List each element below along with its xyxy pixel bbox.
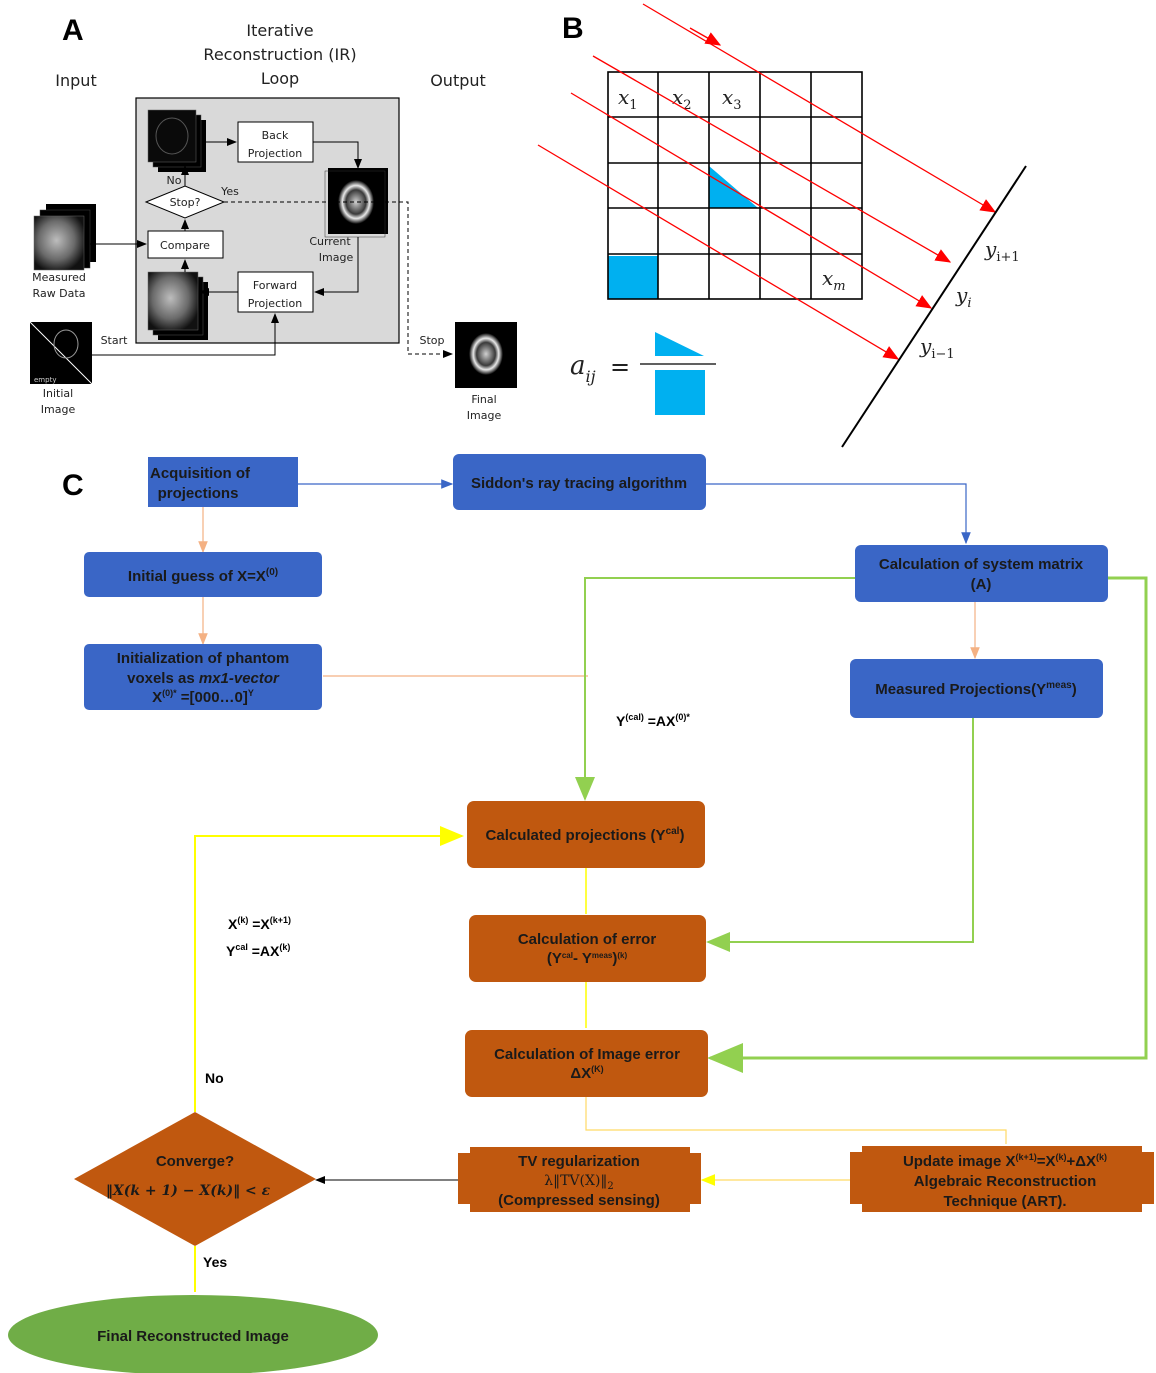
compare-text: Compare (160, 239, 210, 252)
init-phantom-text-3: X(0)* =[000…0]Y (152, 688, 254, 706)
system-matrix-box: Calculation of system matrix (A) (855, 545, 1108, 602)
final-image-label-2: Image (467, 409, 502, 422)
aij-numerator-triangle (655, 332, 704, 356)
x2-label: x2 (672, 85, 692, 113)
image-error-text-2: ΔX(K) (570, 1064, 603, 1082)
calculation-of-error-text-1: Calculation of error (518, 931, 657, 948)
acquisition-text-2: projections (158, 485, 239, 502)
acquisition-text-1: Acquisition of (150, 465, 251, 482)
yi-label: yi (955, 283, 971, 311)
stop-yes-label: Yes (220, 185, 239, 198)
image-error-box: Calculation of Image error ΔX(K) (465, 1030, 708, 1097)
forwardproj-image-stack (147, 271, 208, 340)
final-image-label-1: Final (471, 393, 496, 406)
detector-line (841, 165, 1027, 448)
yim1-label: yi−1 (919, 334, 955, 362)
tv-regularization-box: TV regularization λ‖TV(X)‖2 (Compressed … (458, 1147, 701, 1212)
panel-c-label: C (62, 469, 84, 502)
current-image (324, 168, 388, 238)
cyan-cell (608, 256, 658, 299)
image-error-text-1: Calculation of Image error (494, 1046, 680, 1063)
siddon-text: Siddon's ray tracing algorithm (471, 475, 687, 492)
initial-guess-text: Initial guess of X=X(0) (128, 567, 278, 585)
initial-image-empty-text: empty (34, 376, 56, 384)
aij-denominator-square (655, 370, 705, 415)
input-header: Input (55, 71, 96, 90)
loop-header-1: Iterative (246, 21, 313, 40)
compare-box (147, 230, 224, 259)
update-text-1: Update image X(k+1)=X(k)+ΔX(k) (903, 1152, 1107, 1170)
measured-projections-text: Measured Projections(Ymeas) (875, 680, 1076, 698)
initial-image: empty (29, 321, 93, 385)
stop-decision-text: Stop? (170, 196, 201, 209)
stop-label: Stop (419, 334, 444, 347)
loop-header-2: Reconstruction (IR) (203, 45, 356, 64)
calculation-of-error-text-2: (Ycal- Ymeas)(k) (547, 950, 628, 967)
initial-image-label-2: Image (41, 403, 76, 416)
converge-text: Converge? (156, 1153, 234, 1170)
tv-text-1: TV regularization (518, 1153, 640, 1170)
aij-equals: = (610, 353, 630, 381)
xm-label: xm (822, 266, 846, 294)
backproj-image-stack (147, 109, 206, 172)
back-projection-box (237, 121, 314, 163)
ycal-equation: Y(cal) =AX(0)* (616, 712, 690, 729)
converge-decision: Converge? ‖X(k + 1) − X(k)‖ < ε (74, 1112, 316, 1246)
yes-label: Yes (203, 1254, 227, 1270)
panel-b-label: B (562, 12, 584, 45)
panel-b: B x1 x2 x3 xm yi+1 yi yi−1 a (537, 3, 1027, 448)
measured-label-1: Measured (32, 271, 86, 284)
update-text-3: Technique (ART). (943, 1193, 1066, 1210)
back-projection-text-2: Projection (248, 147, 302, 160)
cyan-triangle (709, 166, 758, 208)
calculated-projections-text: Calculated projections (Ycal) (486, 826, 685, 844)
pixel-grid (607, 71, 863, 300)
start-label: Start (101, 334, 129, 347)
system-matrix-text-2: (A) (971, 576, 992, 593)
system-matrix-text-1: Calculation of system matrix (879, 556, 1084, 573)
x1-label: x1 (618, 85, 638, 113)
current-image-label-1: Current (309, 235, 351, 248)
init-phantom-text-2: voxels as mx1-vector (127, 670, 280, 687)
back-projection-text-1: Back (262, 129, 289, 142)
final-reconstructed-image: Final Reconstructed Image (8, 1295, 378, 1373)
init-phantom-box: Initialization of phantom voxels as mx1-… (84, 644, 322, 710)
update-text-2: Algebraic Reconstruction (914, 1173, 1097, 1190)
measured-label-2: Raw Data (33, 287, 86, 300)
panel-a-label: A (62, 14, 84, 47)
current-image-label-2: Image (319, 251, 354, 264)
yi1-label: yi+1 (984, 237, 1020, 265)
x3-label: x3 (722, 85, 742, 113)
measured-projections-box: Measured Projections(Ymeas) (850, 659, 1103, 718)
calculated-projections-box: Calculated projections (Ycal) (467, 801, 705, 868)
panel-c-connectors (194, 479, 1148, 1292)
update-image-box: Update image X(k+1)=X(k)+ΔX(k) Algebraic… (850, 1146, 1154, 1212)
aij-label: aij (570, 351, 596, 386)
final-image (455, 322, 517, 388)
tv-text-3: (Compressed sensing) (498, 1192, 660, 1209)
xk-equation: X(k) =X(k+1) (228, 915, 291, 932)
panel-c: C Acquisition of projections (8, 454, 1154, 1373)
forward-projection-text-1: Forward (253, 279, 297, 292)
output-header: Output (430, 71, 486, 90)
ray-lines (537, 3, 997, 360)
init-phantom-text-1: Initialization of phantom (117, 650, 290, 667)
panel-a-arrows (90, 138, 453, 358)
no-label: No (205, 1070, 224, 1086)
initial-image-label-1: Initial (43, 387, 73, 400)
panel-a: A Input Iterative Reconstruction (IR) Lo… (29, 14, 517, 422)
forward-projection-text-2: Projection (248, 297, 302, 310)
initial-guess-box: Initial guess of X=X(0) (84, 552, 322, 597)
acquisition-box: Acquisition of projections (148, 457, 298, 507)
loop-header-3: Loop (261, 69, 299, 88)
measured-image-stack (33, 204, 96, 271)
converge-equation: ‖X(k + 1) − X(k)‖ < ε (106, 1183, 271, 1199)
calculation-of-error-box: Calculation of error (Ycal- Ymeas)(k) (469, 915, 706, 982)
stop-no-label: No (167, 174, 182, 187)
final-reconstructed-text: Final Reconstructed Image (97, 1328, 289, 1345)
ycal-k-equation: Ycal =AX(k) (226, 942, 290, 959)
tv-text-2: λ‖TV(X)‖2 (544, 1173, 614, 1192)
siddon-box: Siddon's ray tracing algorithm (453, 454, 706, 510)
